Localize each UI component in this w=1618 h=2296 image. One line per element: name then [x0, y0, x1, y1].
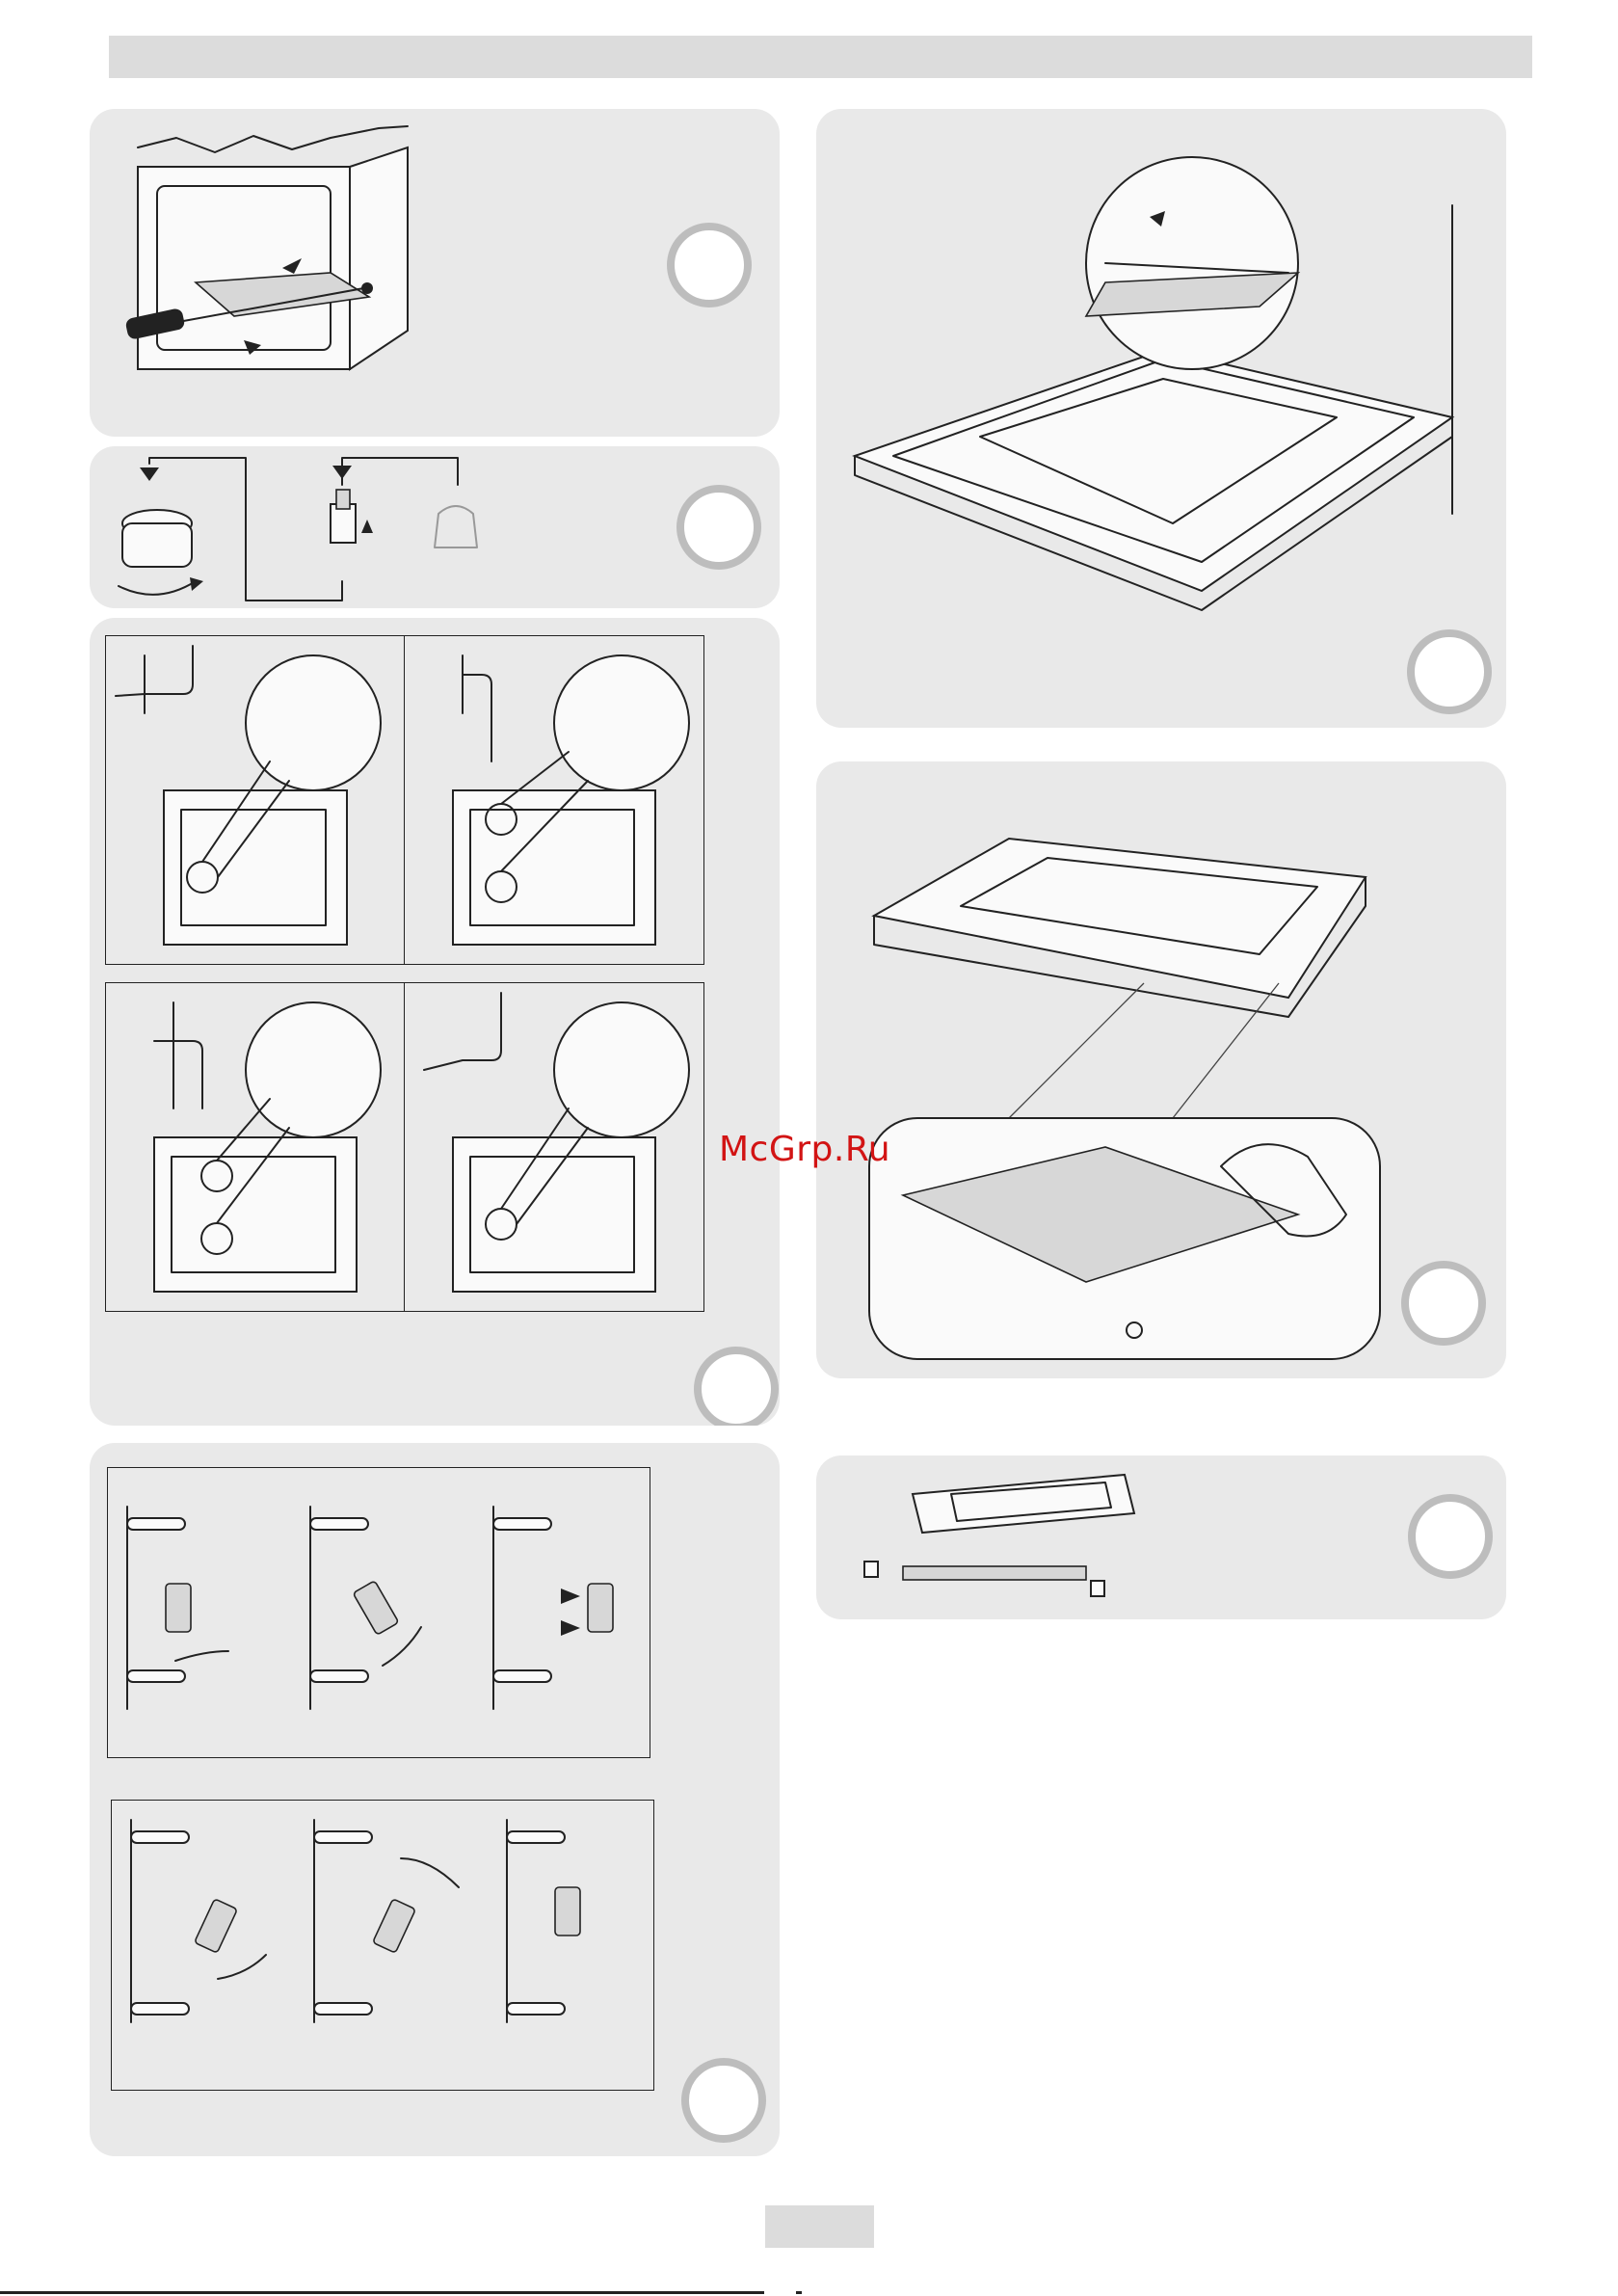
- panel-door-assembly: [816, 1455, 1506, 1619]
- frame-rails-top: [107, 1467, 650, 1758]
- panel-grill-removal: [90, 109, 780, 437]
- footer-mark: [796, 2291, 802, 2294]
- step-badge-5: [1401, 1261, 1486, 1346]
- illustration-door-removal: [816, 109, 1506, 728]
- watermark-text: McGrp.Ru: [719, 1130, 890, 1169]
- illustration-door-glass: [816, 761, 1506, 1378]
- step-badge-6: [1408, 1494, 1493, 1579]
- frame-shelf-c: [105, 982, 406, 1312]
- frame-shelf-a: [105, 635, 406, 965]
- frame-shelf-d: [404, 982, 704, 1312]
- panel-telescopic-rails: [90, 1443, 780, 2156]
- panel-door-removal: [816, 109, 1506, 728]
- page-number-box: [765, 2205, 874, 2248]
- illustration-door-assembly: [816, 1455, 1506, 1619]
- panel-shelf-positions: [90, 618, 780, 1426]
- frame-shelf-b: [404, 635, 704, 965]
- step-badge-7: [681, 2058, 766, 2143]
- step-badge-1: [667, 223, 752, 307]
- step-badge-3: [694, 1347, 779, 1426]
- panel-lamp-replacement: [90, 446, 780, 608]
- footer-rule: [0, 2291, 764, 2294]
- header-bar: [109, 36, 1532, 78]
- panel-door-glass: [816, 761, 1506, 1378]
- step-badge-2: [676, 485, 761, 570]
- step-badge-4: [1407, 629, 1492, 714]
- frame-rails-bottom: [111, 1800, 654, 2091]
